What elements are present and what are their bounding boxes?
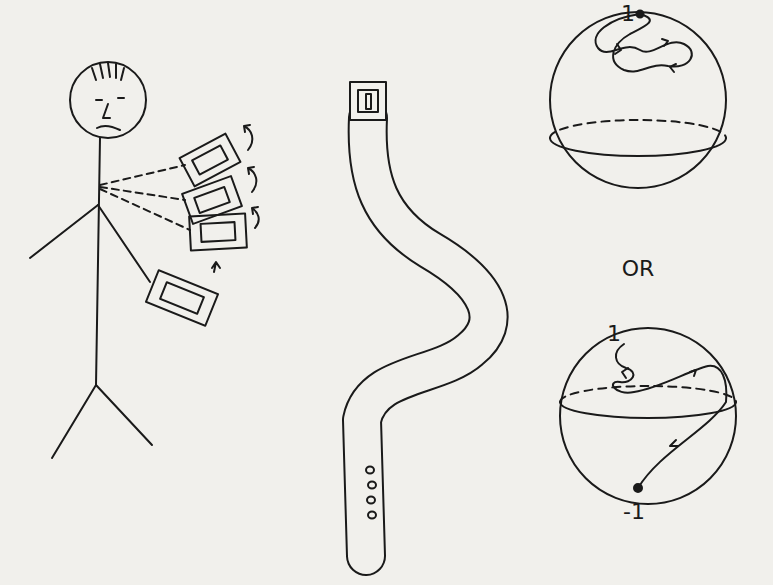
tube-drawing (350, 82, 489, 556)
sphere-closed-loop (550, 11, 726, 189)
point-label: 1 (619, 2, 637, 26)
stick-figure (30, 62, 259, 458)
point-label: -1 (621, 500, 647, 524)
sphere-open-path (560, 328, 736, 504)
point-label: 1 (605, 322, 623, 346)
choice-label: OR (620, 257, 657, 281)
